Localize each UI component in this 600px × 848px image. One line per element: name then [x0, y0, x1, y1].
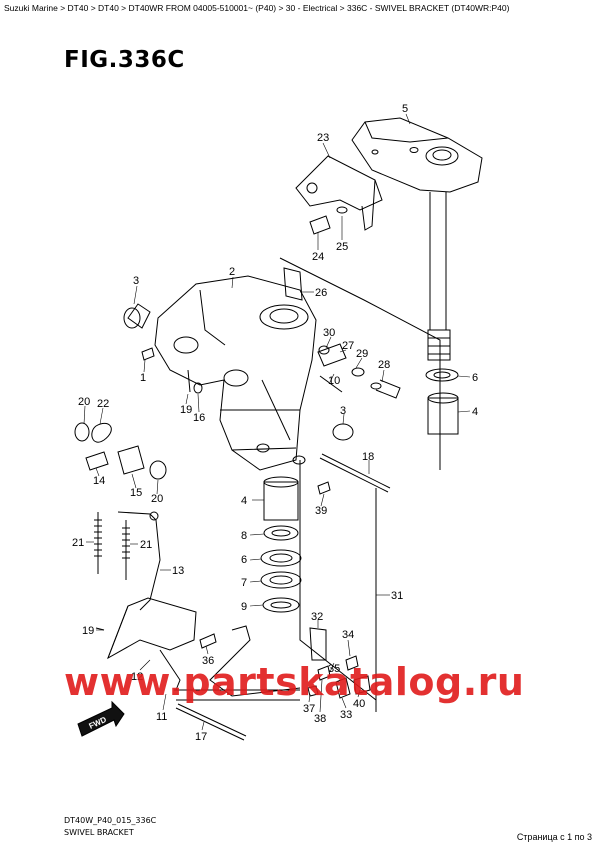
callout-19-lower[interactable]: 19	[82, 625, 94, 637]
callout-28[interactable]: 28	[378, 359, 390, 371]
callout-35[interactable]: 35	[328, 663, 340, 675]
callout-31[interactable]: 31	[391, 590, 403, 602]
callout-11[interactable]: 11	[156, 711, 167, 723]
callout-6-lower[interactable]: 6	[241, 554, 247, 566]
callout-25[interactable]: 25	[336, 241, 348, 253]
callout-38[interactable]: 38	[314, 713, 326, 725]
steering-bracket-drawing	[351, 117, 483, 361]
callout-15[interactable]: 15	[130, 487, 142, 499]
callout-23[interactable]: 23	[317, 132, 329, 144]
callout-9[interactable]: 9	[241, 601, 247, 613]
callout-4[interactable]: 4	[472, 406, 478, 418]
callout-2[interactable]: 2	[229, 266, 235, 278]
callout-12[interactable]: 12	[131, 671, 143, 683]
callout-10[interactable]: 10	[328, 375, 340, 387]
callout-17[interactable]: 17	[195, 731, 207, 743]
callout-29[interactable]: 29	[356, 348, 368, 360]
callout-32[interactable]: 32	[311, 611, 323, 623]
callout-13[interactable]: 13	[172, 565, 184, 577]
callout-21-right[interactable]: 21	[140, 539, 152, 551]
callout-20[interactable]: 20	[78, 396, 90, 408]
callout-30[interactable]: 30	[323, 327, 335, 339]
callout-36[interactable]: 36	[202, 655, 214, 667]
callout-7[interactable]: 7	[241, 577, 247, 589]
callout-1[interactable]: 1	[140, 372, 146, 384]
callout-5[interactable]: 5	[402, 103, 408, 115]
callout-14[interactable]: 14	[93, 475, 105, 487]
callout-34[interactable]: 34	[342, 629, 354, 641]
breadcrumb[interactable]: Suzuki Marine > DT40 > DT40 > DT40WR FRO…	[4, 3, 510, 13]
drawing-code: DT40W_P40_015_336C	[64, 816, 157, 825]
fwd-arrow-icon: FWD	[77, 700, 125, 737]
callout-21[interactable]: 21	[72, 537, 84, 549]
callout-18[interactable]: 18	[362, 451, 374, 463]
callout-3-lower[interactable]: 3	[340, 405, 346, 417]
callout-20-lower[interactable]: 20	[151, 493, 163, 505]
callout-37[interactable]: 37	[303, 703, 315, 715]
callout-33[interactable]: 33	[340, 709, 352, 721]
mount-bracket-drawing	[295, 155, 383, 231]
callout-26[interactable]: 26	[315, 287, 327, 299]
callout-4-lower[interactable]: 4	[241, 495, 247, 507]
swivel-bracket-drawing	[154, 275, 317, 471]
callout-16[interactable]: 16	[193, 412, 205, 424]
callout-22[interactable]: 22	[97, 398, 109, 410]
figure-title: FIG.336C	[64, 47, 185, 73]
page-indicator: Страница с 1 по 3	[516, 832, 592, 842]
callout-40[interactable]: 40	[353, 698, 365, 710]
callout-27[interactable]: 27	[342, 340, 354, 352]
callout-39[interactable]: 39	[315, 505, 327, 517]
callout-24[interactable]: 24	[312, 251, 324, 263]
watermark: www.partskatalog.ru	[64, 660, 525, 704]
callout-8[interactable]: 8	[241, 530, 247, 542]
callout-6[interactable]: 6	[472, 372, 478, 384]
callout-3[interactable]: 3	[133, 275, 139, 287]
drawing-caption: SWIVEL BRACKET	[64, 828, 134, 837]
callout-19[interactable]: 19	[180, 404, 192, 416]
